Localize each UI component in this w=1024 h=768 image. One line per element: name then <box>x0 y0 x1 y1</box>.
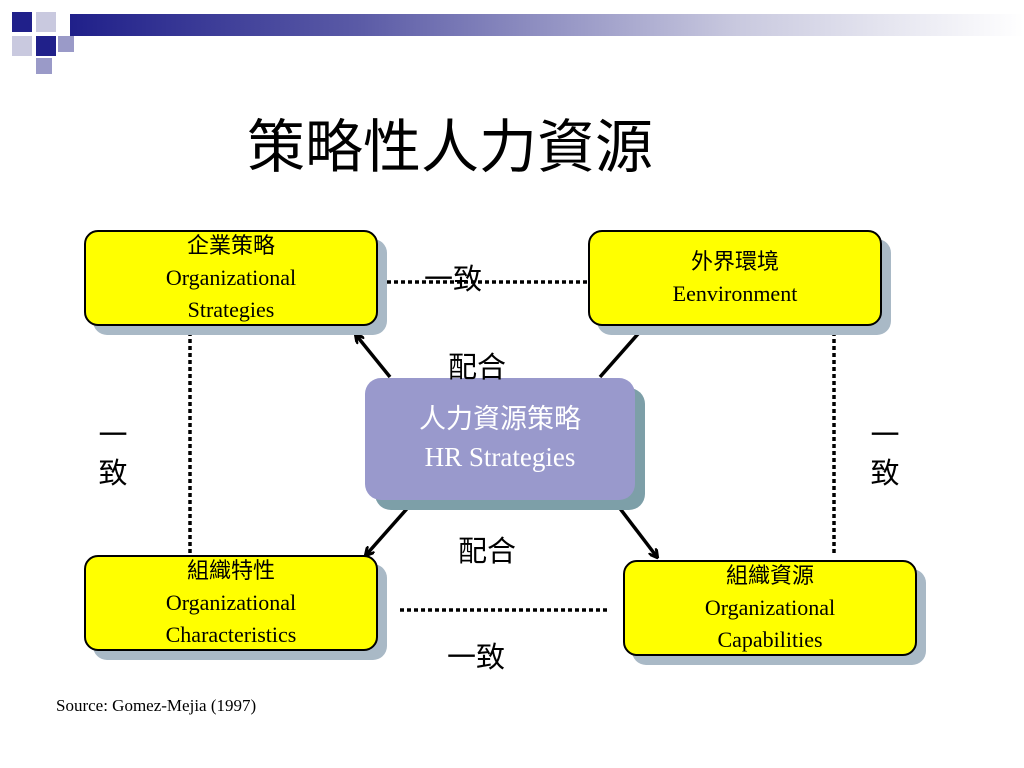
center-zh: 人力資源策略 <box>419 404 581 435</box>
header-gradient-band <box>70 14 1024 36</box>
box-org-capabilities-en2: Capabilities <box>717 626 823 652</box>
box-org-strategies-zh: 企業策略 <box>186 233 275 259</box>
label-consistency-right: 一 致 <box>868 416 902 492</box>
label-left-char1: 一 <box>98 418 128 452</box>
decor-square <box>58 36 74 52</box>
arrow-to-org-strategies <box>356 335 392 379</box>
box-org-strategies-en2: Strategies <box>187 296 275 322</box>
box-org-characteristics: 組織特性 Organizational Characteristics <box>84 555 378 651</box>
box-org-characteristics-zh: 組織特性 <box>186 558 275 584</box>
center-en: HR Strategies <box>424 442 576 472</box>
label-right-char1: 一 <box>870 418 900 452</box>
arrow-to-org-capabilities <box>610 496 657 557</box>
box-environment-zh: 外界環境 <box>690 249 779 275</box>
decor-square <box>36 58 52 74</box>
label-consistency-bottom: 一致 <box>447 640 506 674</box>
label-fit-bottom: 配合 <box>458 534 517 568</box>
decor-square <box>36 12 56 32</box>
label-right-char2: 致 <box>870 456 900 490</box>
center-hr-strategies: 人力資源策略 HR Strategies <box>365 378 635 500</box>
decor-square <box>12 12 32 32</box>
label-consistency-top: 一致 <box>424 262 483 296</box>
box-org-characteristics-en1: Organizational <box>165 590 297 616</box>
box-environment: 外界環境 Eenvironment <box>588 230 882 326</box>
box-org-capabilities-en1: Organizational <box>704 595 836 621</box>
arrow-to-environment <box>598 326 645 379</box>
box-org-capabilities: 組織資源 Organizational Capabilities <box>623 560 917 656</box>
decor-square <box>36 36 56 56</box>
box-org-characteristics-en2: Characteristics <box>165 621 297 647</box>
label-consistency-left: 一 致 <box>96 416 130 492</box>
arrow-to-org-characteristics <box>366 501 414 555</box>
label-left-char2: 致 <box>98 456 128 490</box>
label-fit-top: 配合 <box>448 350 507 384</box>
box-org-strategies-en1: Organizational <box>165 265 297 291</box>
slide-title: 策略性人力資源 <box>246 113 653 181</box>
decor-square <box>12 36 32 56</box>
box-org-capabilities-zh: 組織資源 <box>725 563 814 589</box>
box-environment-en1: Eenvironment <box>672 281 798 306</box>
box-org-strategies: 企業策略 Organizational Strategies <box>84 230 378 326</box>
source-citation: Source: Gomez-Mejia (1997) <box>56 696 257 715</box>
